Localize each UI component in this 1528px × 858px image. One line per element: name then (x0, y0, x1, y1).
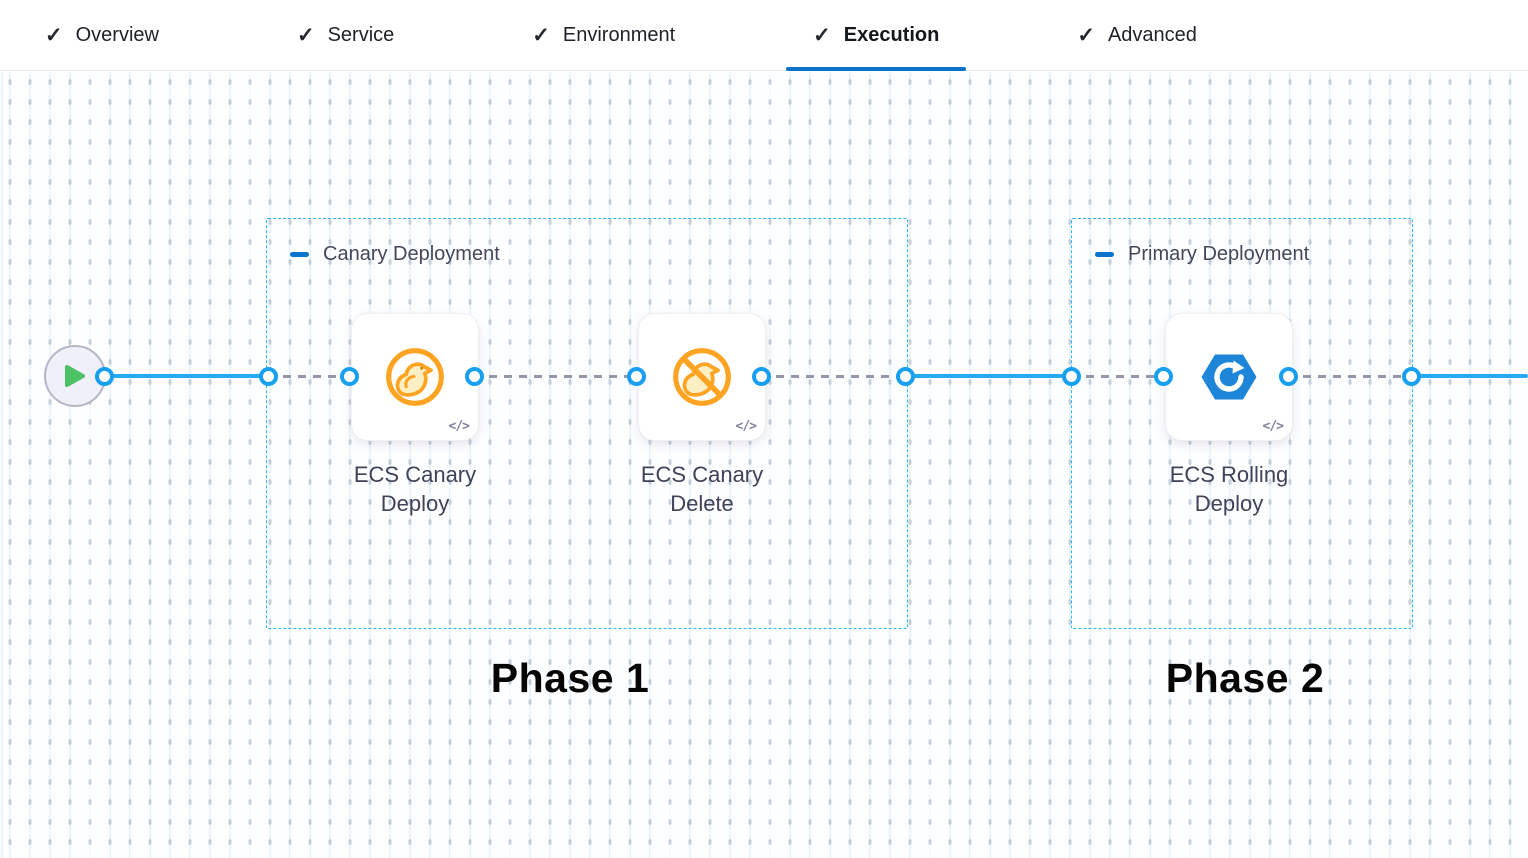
stage-group-title: Canary Deployment (323, 243, 500, 265)
dashed-connector-line (268, 375, 349, 378)
tab-service[interactable]: ✓ Service (270, 0, 421, 70)
stage-group-header[interactable]: Canary Deployment (290, 243, 500, 266)
connector-line (1411, 374, 1528, 378)
stage-group-canary-deployment[interactable]: Canary Deployment (266, 218, 908, 629)
ecs-canary-deploy-icon (386, 348, 444, 406)
tab-advanced[interactable]: ✓ Advanced (1050, 0, 1224, 70)
check-icon: ✓ (532, 23, 550, 47)
tab-overview[interactable]: ✓ Overview (18, 0, 186, 70)
collapse-icon[interactable] (1095, 252, 1114, 257)
stage-group-header[interactable]: Primary Deployment (1095, 243, 1309, 266)
port-primary-group-out[interactable] (1401, 367, 1421, 386)
check-icon: ✓ (45, 23, 63, 47)
port-rolling-deploy-out[interactable] (1278, 367, 1298, 386)
tab-label: Advanced (1107, 23, 1197, 46)
phase-2-annotation: Phase 2 (1165, 655, 1325, 701)
port-rolling-deploy-in[interactable] (1153, 367, 1173, 386)
check-icon: ✓ (813, 23, 831, 47)
dashed-connector-line (474, 375, 636, 378)
stage-config-tabbar: ✓ Overview ✓ Service ✓ Environment ✓ Exe… (0, 0, 1528, 71)
stage-group-primary-deployment[interactable]: Primary Deployment (1071, 218, 1413, 629)
phase-1-annotation: Phase 1 (490, 655, 650, 701)
dashed-connector-line (1288, 375, 1411, 378)
tab-label: Execution (843, 23, 940, 46)
step-name-label: ECS Rolling Deploy (1169, 462, 1289, 517)
code-icon: </> (448, 419, 471, 434)
tab-label: Overview (75, 23, 159, 46)
step-name-label: ECS Canary Deploy (353, 462, 477, 517)
code-icon: </> (1262, 419, 1285, 434)
tab-label: Service (327, 23, 395, 46)
port-start-out[interactable] (94, 367, 114, 386)
collapse-icon[interactable] (290, 252, 309, 257)
check-icon: ✓ (296, 23, 315, 47)
connector-line (905, 374, 1071, 378)
step-ecs-canary-deploy[interactable]: </> (351, 313, 479, 441)
step-ecs-rolling-deploy[interactable]: </> (1165, 313, 1293, 441)
dashed-connector-line (761, 375, 905, 378)
port-canary-group-out[interactable] (895, 367, 915, 386)
ecs-rolling-deploy-icon (1201, 354, 1257, 400)
ecs-canary-delete-icon (673, 348, 731, 406)
port-canary-group-in[interactable] (258, 367, 278, 386)
code-icon: </> (735, 419, 758, 434)
port-canary-delete-in[interactable] (626, 367, 646, 386)
dashed-connector-line (1071, 375, 1163, 378)
tab-environment[interactable]: ✓ Environment (505, 0, 702, 70)
port-canary-delete-out[interactable] (751, 367, 771, 386)
port-primary-group-in[interactable] (1061, 367, 1081, 386)
tab-label: Environment (562, 23, 676, 46)
connector-line (104, 374, 268, 378)
pipeline-canvas[interactable]: Canary Deployment Primary Deployment (0, 72, 1528, 858)
tab-execution[interactable]: ✓ Execution (786, 0, 967, 71)
step-name-label: ECS Canary Delete (640, 462, 764, 517)
step-ecs-canary-delete[interactable]: </> (638, 313, 766, 441)
play-icon (65, 365, 85, 387)
port-canary-deploy-out[interactable] (464, 367, 484, 386)
check-icon: ✓ (1077, 23, 1095, 47)
stage-group-title: Primary Deployment (1128, 243, 1310, 265)
port-canary-deploy-in[interactable] (339, 367, 359, 386)
